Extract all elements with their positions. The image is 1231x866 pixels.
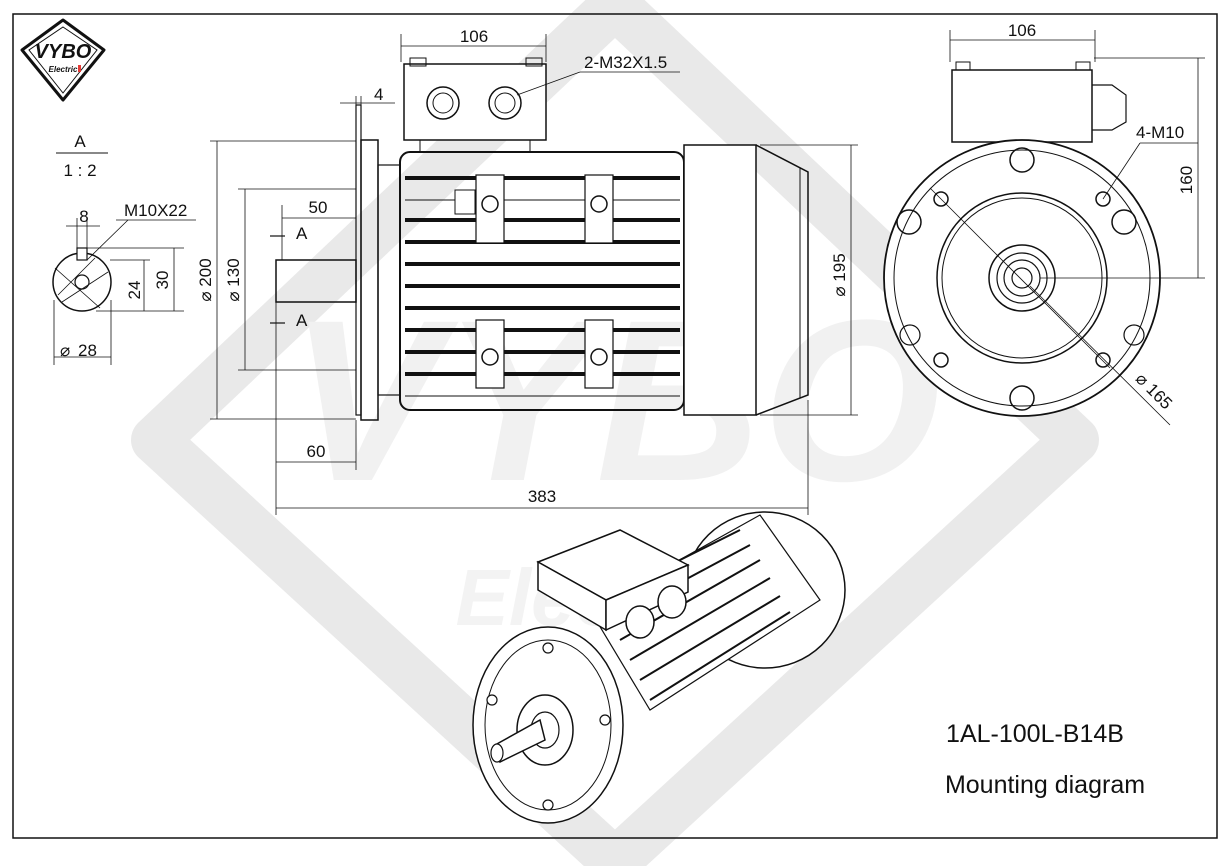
dim-flange-diameter-group: ⌀ 200 [196, 258, 215, 301]
dim-pcd-symbol: ⌀ 165 [1132, 369, 1176, 413]
section-letter: A [74, 132, 86, 151]
logo-accent [78, 65, 81, 72]
logo-sub: Electric [49, 65, 78, 74]
dim-pcd-group: ⌀ 165 [1132, 369, 1176, 413]
dim-glands: 2-M32X1.5 [584, 53, 667, 72]
section-label: A 1 : 2 [56, 132, 108, 180]
dim-shaft-height: 160 [1177, 166, 1196, 194]
dim-flange-diameter: 200 [196, 258, 215, 286]
dim-shaft-diameter-symbol: ⌀ [60, 341, 70, 360]
diameter-symbol: ⌀ [830, 282, 849, 297]
model-number: 1AL-100L-B14B [946, 720, 1124, 748]
dim-body-diameter-symbol: ⌀ 195 [830, 253, 849, 296]
dim-spigot-diameter-symbol: ⌀ 130 [224, 258, 243, 301]
end-view [883, 30, 1205, 426]
dim-body-diameter-group: ⌀ 195 [830, 253, 849, 296]
sheet-frame [12, 13, 1218, 839]
brand-logo: VYBO Electric [20, 18, 106, 102]
caption: Mounting diagram [945, 771, 1145, 799]
dim-spigot-diameter: 130 [224, 258, 243, 286]
diameter-symbol: ⌀ [224, 287, 243, 302]
dim-30: 30 [153, 271, 172, 290]
motor-isometric-render [472, 511, 846, 824]
section-scale: 1 : 2 [63, 161, 96, 180]
dim-body-diameter: 195 [830, 253, 849, 281]
section-mark-bottom: A [296, 311, 308, 330]
dim-mounting-holes: 4-M10 [1136, 123, 1184, 142]
dim-shaft-offset: 60 [307, 442, 326, 461]
logo-brand: VYBO [35, 41, 92, 63]
shaft-section-detail [52, 218, 196, 365]
dim-flange-diameter-symbol: ⌀ 200 [196, 258, 215, 301]
dim-shaft-diameter: 28 [78, 341, 97, 360]
section-mark-top: A [296, 224, 308, 243]
dim-thread: M10X22 [124, 201, 187, 220]
side-view [210, 34, 858, 515]
watermark-brand: VYBO [289, 272, 941, 529]
dim-spigot-diameter-group: ⌀ 130 [224, 258, 243, 301]
dim-end-terminal-width: 106 [1008, 21, 1036, 40]
dim-overall-length: 383 [528, 487, 556, 506]
dim-flange-thickness: 4 [374, 85, 383, 104]
dim-24: 24 [125, 281, 144, 300]
diameter-symbol: ⌀ [196, 287, 215, 302]
dim-keyway: 8 [79, 207, 88, 226]
dim-shaft-length: 50 [309, 198, 328, 217]
dim-side-terminal-width: 106 [460, 27, 488, 46]
